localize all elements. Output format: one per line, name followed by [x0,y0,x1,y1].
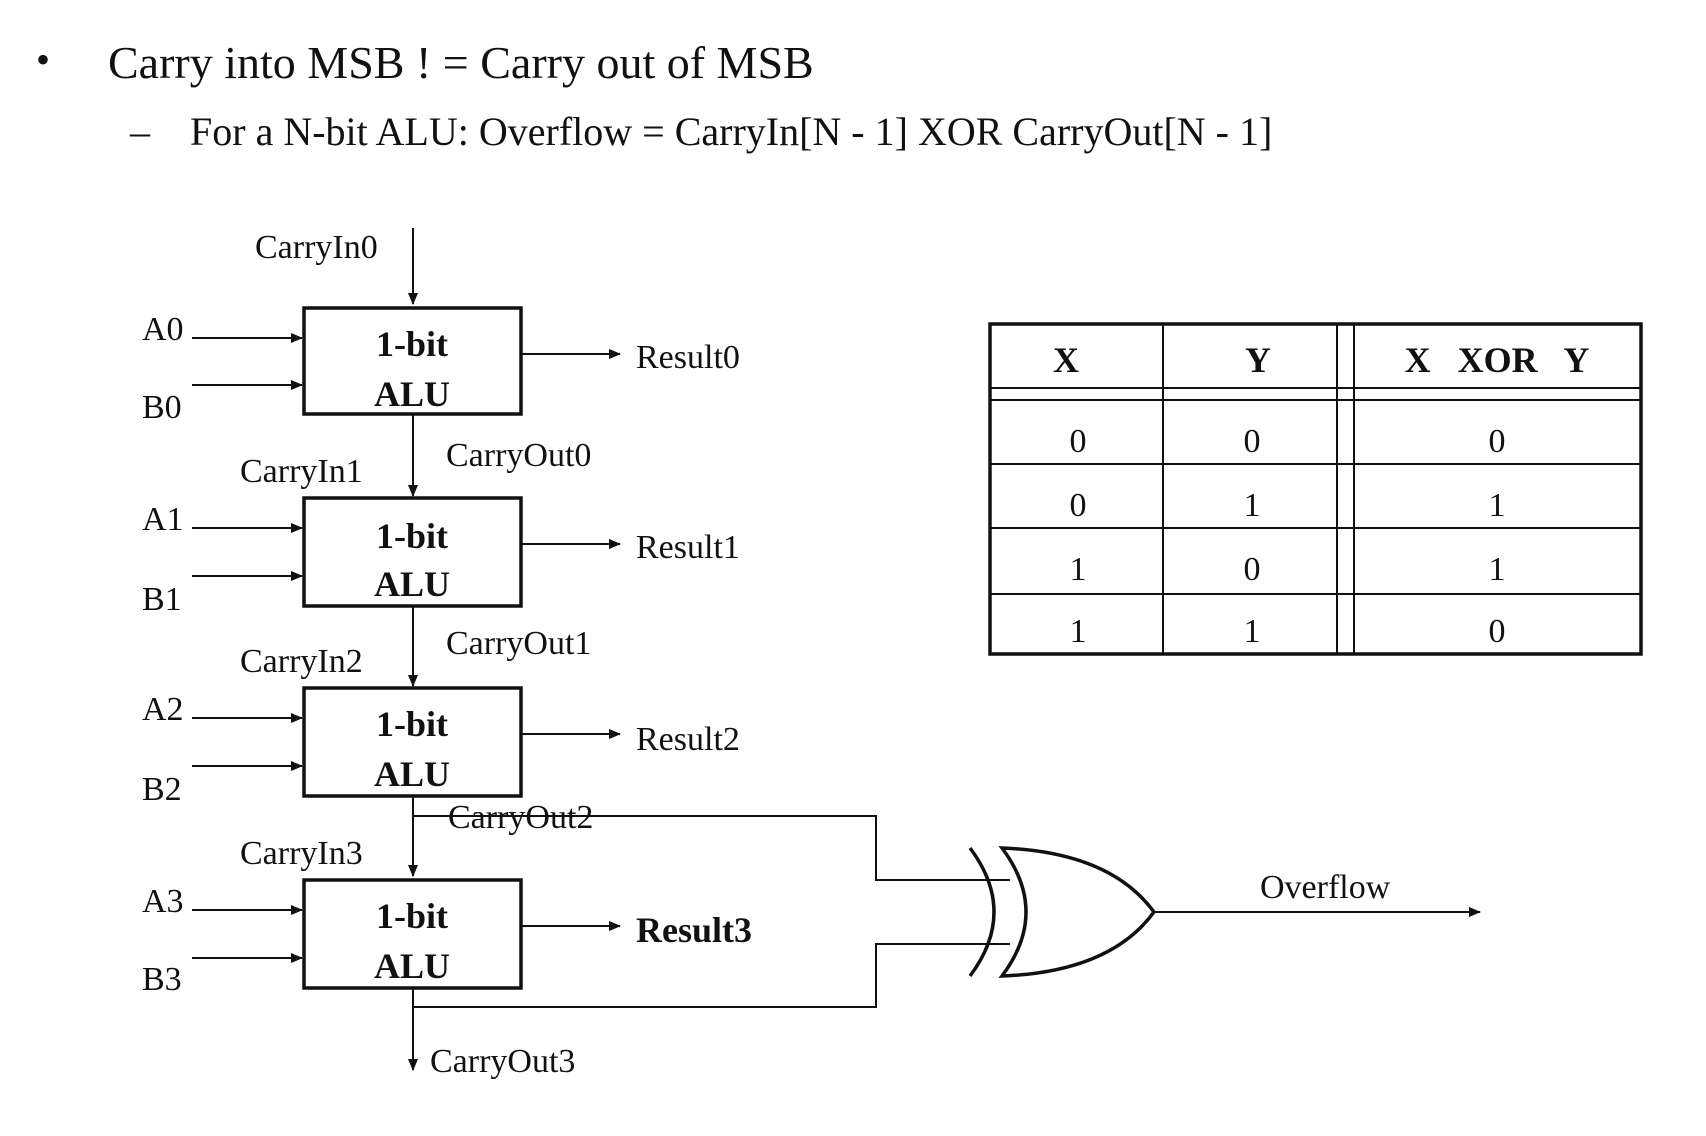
truth-table-border [988,322,1643,656]
b1-label: B1 [142,581,182,618]
result-3-label: Result3 [636,910,752,950]
alu-stage-3: CarryIn3 A3 B3 1-bit ALU Result3 CarryOu… [142,835,752,1080]
a0-label: A0 [142,311,184,348]
a1-label: A1 [142,501,184,538]
alu-0-line2: ALU [374,374,450,414]
sub-bullet-dash: – [130,109,150,154]
table-header-y: Y [1245,340,1271,380]
table-header-x: X [1053,340,1079,380]
table-header-xor: X XOR Y [1405,340,1590,380]
result-0-label: Result0 [636,339,740,376]
carry-out-3-label: CarryOut3 [430,1043,575,1080]
a3-label: A3 [142,883,184,920]
alu-1-line1: 1-bit [376,516,448,556]
b3-label: B3 [142,961,182,998]
alu-2-box [302,686,523,798]
alu-stage-1: CarryIn1 A1 B1 1-bit ALU Result1 CarryOu… [142,453,740,687]
alu-stage-2: CarryIn2 A2 B2 1-bit ALU Result2 CarryOu… [142,643,740,877]
a2-label: A2 [142,691,184,728]
alu-3-line1: 1-bit [376,896,448,936]
alu-2-line1: 1-bit [376,704,448,744]
table-cell: 0 [1489,613,1506,650]
table-cell: 1 [1489,487,1506,524]
carry-out-3-wire [413,943,1010,1008]
xor-body [998,846,1157,978]
table-cell: 1 [1070,551,1087,588]
xor-gate: Overflow [968,846,1481,978]
xor-truth-table: X Y X XOR Y 0 0 0 0 1 1 1 0 1 1 1 0 [988,322,1643,656]
alu-2-line2: ALU [374,754,450,794]
carry-in-3-label: CarryIn3 [240,835,363,872]
carry-out-0-label: CarryOut0 [446,437,591,474]
alu-3-box [302,878,523,990]
table-cell: 0 [1070,487,1087,524]
overflow-label: Overflow [1260,869,1391,906]
alu-3-line2: ALU [374,946,450,986]
result-2-label: Result2 [636,721,740,758]
carry-in-2-label: CarryIn2 [240,643,363,680]
carry-in-0-label: CarryIn0 [255,229,378,266]
table-cell: 1 [1244,613,1261,650]
bullet-dot: • [36,37,51,82]
table-cell: 0 [1070,423,1087,460]
carry-out-1-label: CarryOut1 [446,625,591,662]
table-cell: 0 [1489,423,1506,460]
carry-out-2-label: CarryOut2 [448,799,593,836]
table-cell: 1 [1489,551,1506,588]
table-cell: 1 [1244,487,1261,524]
alu-1-line2: ALU [374,564,450,604]
sub-bullet-text: For a N-bit ALU: Overflow = CarryIn[N - … [190,109,1273,154]
alu-stage-0: CarryIn0 A0 B0 1-bit ALU Result0 CarryOu… [142,228,740,497]
b0-label: B0 [142,389,182,426]
alu-0-line1: 1-bit [376,324,448,364]
carry-in-3-wire [413,815,1010,881]
bullet-text: Carry into MSB ! = Carry out of MSB [108,37,814,88]
b2-label: B2 [142,771,182,808]
overflow-wiring [413,815,1010,1008]
table-cell: 0 [1244,551,1261,588]
table-cell: 0 [1244,423,1261,460]
xor-input-curve [968,846,996,978]
table-cell: 1 [1070,613,1087,650]
carry-in-1-label: CarryIn1 [240,453,363,490]
result-1-label: Result1 [636,529,740,566]
